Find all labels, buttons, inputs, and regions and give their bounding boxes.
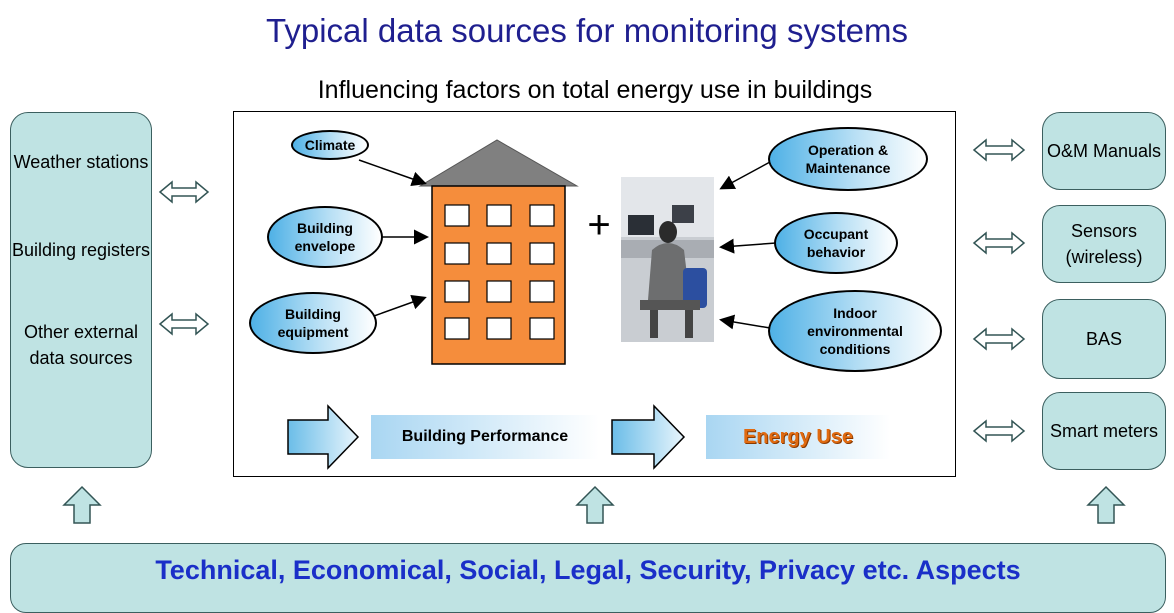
up-arrow-icon — [1086, 485, 1126, 524]
aspects-banner-text: Technical, Economical, Social, Legal, Se… — [155, 555, 1021, 585]
double-arrow-icon — [158, 312, 210, 336]
source-sensors: Sensors (wireless) — [1042, 205, 1166, 283]
factor-building-envelope: Building envelope — [267, 206, 383, 268]
building-icon — [418, 139, 579, 365]
office-worker-photo — [621, 177, 714, 342]
double-arrow-icon — [972, 327, 1026, 351]
source-smart-meters: Smart meters — [1042, 392, 1166, 470]
up-arrow-icon — [575, 485, 615, 524]
source-building-registers: Building registers — [11, 240, 151, 260]
factor-building-equipment: Building equipment — [249, 292, 377, 354]
factor-climate: Climate — [291, 130, 369, 160]
page-title: Typical data sources for monitoring syst… — [266, 12, 908, 49]
plus-sign: + — [587, 203, 611, 247]
source-other-external: Other external data sources — [23, 322, 139, 368]
source-om-manuals: O&M Manuals — [1042, 112, 1166, 190]
factor-indoor-environmental: Indoor environmental conditions — [768, 290, 942, 372]
energy-use-label: Energy Use — [706, 415, 890, 459]
right-block-arrow-icon — [287, 404, 360, 470]
external-sources-box: Weather stations Building registers Othe… — [10, 112, 152, 468]
building-performance-label: Building Performance — [371, 415, 599, 459]
double-arrow-icon — [158, 180, 210, 204]
factor-operation-maintenance: Operation & Maintenance — [768, 127, 928, 191]
factor-occupant-behavior: Occupant behavior — [774, 212, 898, 274]
up-arrow-icon — [62, 485, 102, 524]
diagram-graphics — [62, 138, 1126, 524]
right-block-arrow-icon — [611, 404, 686, 470]
diagram-subtitle: Influencing factors on total energy use … — [317, 76, 873, 104]
double-arrow-icon — [972, 138, 1026, 162]
source-weather-stations: Weather stations — [13, 152, 149, 172]
source-bas: BAS — [1042, 299, 1166, 379]
double-arrow-icon — [972, 231, 1026, 255]
double-arrow-icon — [972, 419, 1026, 443]
